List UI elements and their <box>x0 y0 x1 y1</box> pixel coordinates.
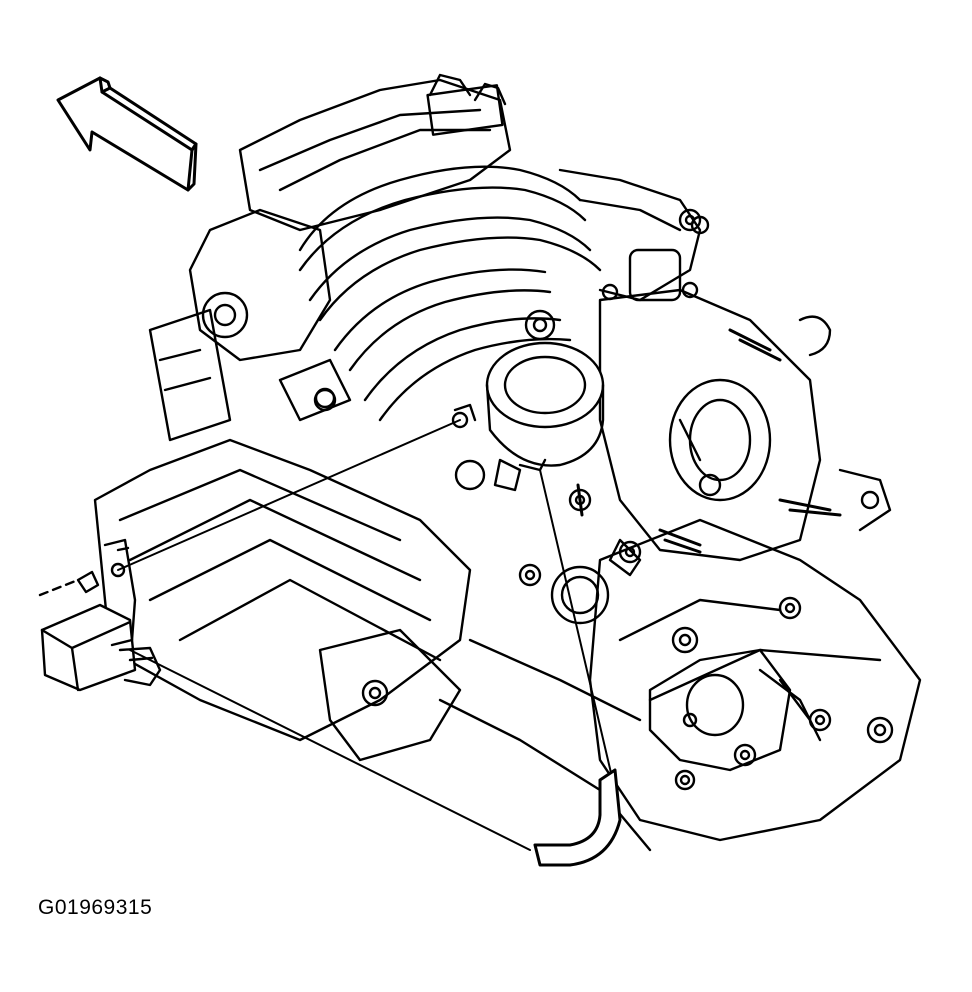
engine-block <box>93 438 922 852</box>
vacuum-hose <box>533 768 622 867</box>
intake-manifold <box>148 73 512 442</box>
figure-id-label: G01969315 <box>38 896 153 919</box>
solenoid-valve-assembly <box>38 538 162 692</box>
evap-purge-canister <box>454 309 605 492</box>
leader-lines <box>117 403 616 851</box>
fuel-injector-lines <box>298 165 702 422</box>
mounting-bolt <box>314 215 832 791</box>
throttle-body <box>598 288 892 562</box>
direction-arrow-icon <box>56 76 198 192</box>
